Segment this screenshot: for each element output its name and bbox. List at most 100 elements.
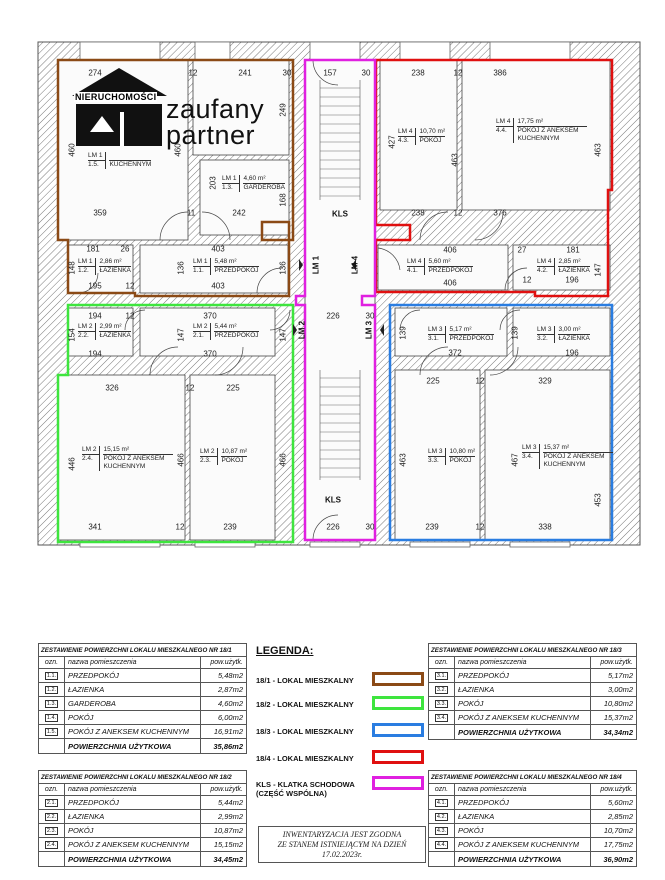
lm2-tag: LM 2	[297, 320, 307, 340]
dimension-label: 12	[175, 522, 185, 532]
room-area: 3,00 m²	[558, 326, 590, 335]
room-name: POKÓJ Z ANEKSEM KUCHENNYM	[454, 837, 591, 852]
room-code: 4.1.	[407, 267, 426, 275]
room-code: 1.1.	[44, 671, 59, 680]
room-name: ŁAZIENKA	[454, 682, 591, 697]
dimension-label: 372	[448, 348, 462, 358]
room-code: 3.4.	[434, 713, 449, 722]
room-unit: LM 1	[193, 258, 212, 267]
room-area: 10,80 m²	[449, 448, 476, 457]
room-name: POKÓJ Z ANEKSEM KUCHENNYM	[64, 837, 201, 852]
window-openings	[79, 41, 571, 548]
room-code: 3.2.	[434, 685, 449, 694]
staircase	[319, 80, 361, 480]
legend-label: KLS - KLATKA SCHODOWA (CZĘŚĆ WSPÓLNA)	[256, 780, 355, 798]
room-name: KUCHENNYM	[109, 161, 152, 168]
dimension-label: 341	[88, 522, 102, 532]
area-summary-table: ZESTAWIENIE POWIERZCHNI LOKALU MIESZKALN…	[38, 770, 247, 867]
room-unit: LM 4	[496, 118, 515, 127]
room-code: 4.4.	[434, 840, 449, 849]
dimension-label: 195	[88, 281, 102, 291]
legend-title: LEGENDA:	[256, 645, 314, 657]
room-name: POKÓJ Z ANEKSEM KUCHENNYM	[543, 453, 605, 468]
total-area: 36,90m2	[590, 851, 637, 867]
dimension-label: 12	[125, 311, 135, 321]
lm4-tag: LM 4	[350, 255, 360, 275]
dimension-label: 238	[411, 68, 425, 78]
dimension-label: 12	[475, 522, 485, 532]
room-code: 1.3.	[44, 699, 59, 708]
room-code: 4.1.	[434, 798, 449, 807]
room-code: 2.1.	[193, 332, 212, 340]
room-unit: LM 1	[222, 175, 241, 184]
room-code: 2.2.	[44, 812, 59, 821]
room-area: 5,60 m²	[428, 258, 473, 267]
dimension-label: 241	[238, 68, 252, 78]
kls-outline	[294, 58, 377, 542]
az-logo-icon	[72, 68, 167, 146]
dimension-label: 12	[475, 376, 485, 386]
floor-plan	[37, 41, 641, 548]
kls-label-top: KLS	[332, 209, 348, 219]
room-name: ŁAZIENKA	[558, 335, 590, 342]
unit-18-1-outline	[56, 58, 295, 298]
dimension-label: 463	[593, 143, 603, 157]
dimension-label: 463	[398, 453, 408, 467]
legend-label: 18/3 - LOKAL MIESZKALNY	[256, 727, 354, 736]
room-unit: LM 3	[428, 448, 447, 457]
col-code: ozn.	[428, 656, 455, 669]
room-area: 17,75m2	[590, 837, 637, 852]
dimension-label: 12	[188, 68, 198, 78]
legend-swatch	[372, 776, 424, 790]
logo-line2: partner	[166, 120, 256, 150]
room-code: 3.4.	[522, 453, 541, 469]
room-unit: LM 4	[407, 258, 426, 267]
col-area: pow.użytk.	[590, 656, 637, 669]
room-code: 2.3.	[44, 826, 59, 835]
room-unit: LM 3	[522, 444, 541, 453]
dimension-label: 406	[443, 245, 457, 255]
dimension-label: 453	[593, 493, 603, 507]
total-area: 35,86m2	[200, 738, 247, 754]
dimension-label: 326	[105, 383, 119, 393]
room-code: 1.3.	[222, 184, 241, 192]
dimension-label: 249	[278, 103, 288, 117]
room-name: PRZEDPOKÓJ	[64, 668, 201, 683]
room-name: POKÓJ	[454, 823, 591, 838]
room-code: 2.3.	[200, 457, 219, 465]
room-name: ŁAZIENKA	[99, 267, 131, 274]
dimension-label: 148	[67, 261, 77, 275]
dimension-label: 467	[510, 453, 520, 467]
room-unit: LM 2	[193, 323, 212, 332]
room-name: POKÓJ	[64, 823, 201, 838]
dimension-label: 406	[443, 278, 457, 288]
lm-markers	[293, 259, 384, 336]
note-line-2: ZE STANEM ISTNIEJĄCYM NA DZIEŃ	[277, 840, 407, 849]
room-code: 4.3.	[434, 826, 449, 835]
dimension-label: 139	[398, 326, 408, 340]
room-name: POKÓJ	[64, 710, 201, 725]
dimension-label: 239	[425, 522, 439, 532]
room-unit: LM 3	[537, 326, 556, 335]
table-title: ZESTAWIENIE POWIERZCHNI LOKALU MIESZKALN…	[38, 643, 247, 657]
dimension-label: 194	[88, 349, 102, 359]
dimension-label: 181	[86, 244, 100, 254]
total-label: POWIERZCHNIA UŻYTKOWA	[454, 724, 591, 740]
room-area: 10,70 m²	[419, 128, 446, 137]
total-area: 34,34m2	[590, 724, 637, 740]
col-code: ozn.	[428, 783, 455, 796]
lm3-tag: LM 3	[364, 320, 374, 340]
room-name: POKÓJ	[419, 137, 442, 144]
dimension-label: 386	[493, 68, 507, 78]
kls-label-bottom: KLS	[325, 495, 341, 505]
room-unit: LM 1	[88, 152, 107, 161]
